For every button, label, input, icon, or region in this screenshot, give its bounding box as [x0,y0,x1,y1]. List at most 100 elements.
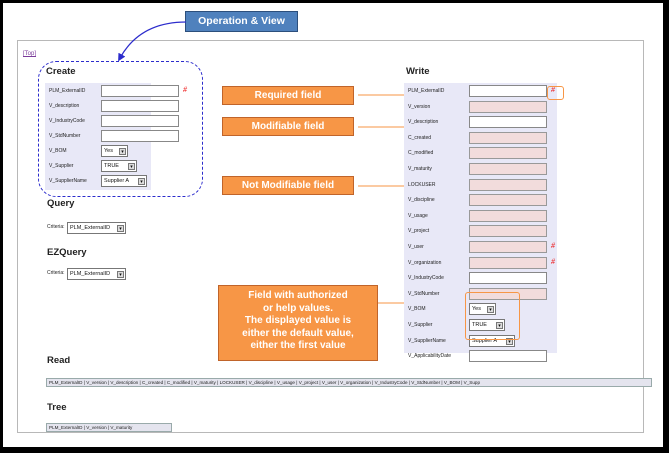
create-select-value: Supplier A [104,178,130,184]
create-field-input[interactable] [101,130,179,142]
write-field-label: PLM_ExternalID [408,88,445,94]
chevron-down-icon: ▾ [117,271,124,278]
write-field-input[interactable] [469,209,547,222]
write-field-input[interactable] [469,100,547,113]
create-field-input[interactable] [101,115,179,127]
authorized-values-highlight [465,292,520,340]
required-marker: # [183,85,187,94]
create-select[interactable]: TRUE▾ [101,160,137,172]
query-criteria-value: PLM_ExternalID [70,225,111,231]
modifiable-field-callout: Modifiable field [222,117,354,136]
write-field-row: V_ApplicabilityDate [404,349,554,363]
write-field-row: V_maturity [404,162,554,176]
create-field-label: PLM_ExternalID [49,88,86,94]
operation-view-banner: Operation & View [185,11,298,32]
create-select-row: V_BOM Yes ▾ [45,144,195,158]
write-field-input[interactable] [469,131,547,144]
write-field-label: V_organization [408,259,442,266]
chevron-down-icon: ▾ [138,178,145,185]
create-select-label: V_BOM [49,148,67,154]
write-field-input[interactable] [469,178,547,191]
ezquery-criteria-select[interactable]: PLM_ExternalID ▾ [67,268,126,280]
write-field-row: V_usage [404,209,554,223]
write-select-value: Supplier A [472,337,498,344]
write-select[interactable]: Supplier A▾ [469,334,515,347]
create-field-label: V_description [49,103,80,109]
write-field-row: V_IndustryCode [404,271,554,285]
write-field-input[interactable] [469,147,547,160]
create-select[interactable]: Supplier A ▾ [101,175,147,187]
write-field-row: PLM_ExternalID # [404,84,555,98]
write-field-label: V_StdNumber [408,290,440,297]
not-modifiable-field-callout: Not Modifiable field [222,176,354,195]
create-highlight-outline [38,61,203,197]
write-field-input[interactable] [469,256,547,269]
create-select[interactable]: Yes ▾ [101,145,128,157]
chevron-down-icon: ▾ [128,163,135,170]
tree-heading: Tree [47,402,67,413]
ezquery-criteria-label: Criteria: [47,270,65,276]
create-field-input[interactable] [101,85,179,97]
create-select-value: Yes [104,148,113,154]
chevron-down-icon: ▾ [117,225,124,232]
write-field-row: C_modified [404,146,554,160]
write-field-input[interactable] [469,272,547,285]
write-field-row: V_organization # [404,256,555,270]
write-field-row: C_created [404,131,554,145]
write-select[interactable]: TRUE ▾ [469,319,505,331]
chevron-down-icon: ▾ [487,306,494,314]
chevron-down-icon: ▾ [496,322,503,329]
write-field-label: C_created [408,134,432,141]
write-field-input[interactable] [469,163,547,175]
write-field-input[interactable] [469,225,547,238]
write-select[interactable]: Yes▾ [469,303,496,316]
callout-line: or help values. [262,302,334,314]
callout-line: Field with authorized [248,290,348,301]
query-criteria-label: Criteria: [47,224,65,230]
create-field-row: V_StdNumber [45,129,195,143]
tree-columns-bar: PLM_ExternalID | V_version | V_maturity [46,423,172,432]
write-field-input[interactable] [469,287,547,300]
write-field-label: V_usage [408,212,428,219]
write-field-label: V_discipline [408,197,435,204]
write-field-row: V_discipline [404,193,554,207]
create-field-label: V_IndustryCode [49,118,85,124]
write-field-input[interactable] [469,116,547,129]
write-select-row: V_SupplierName Supplier A▾ [404,334,554,348]
query-criteria: Criteria: PLM_ExternalID ▾ [47,221,157,234]
write-field-row: LOCKUSER [404,178,554,192]
write-select-label: V_BOM [408,306,426,313]
read-columns-bar: PLM_ExternalID | V_version | V_descripti… [46,378,652,387]
write-field-label: V_IndustryCode [408,275,444,282]
write-field-input[interactable] [469,241,547,253]
write-field-label: V_description [408,119,439,126]
write-field-label: V_ApplicabilityDate [408,353,452,360]
write-select-label: V_SupplierName [408,337,446,344]
chevron-down-icon: ▾ [119,148,126,155]
write-field-input[interactable] [469,350,547,363]
query-criteria-select[interactable]: PLM_ExternalID ▾ [67,222,126,234]
write-field-input[interactable] [469,194,547,207]
write-field-input[interactable] [469,85,547,97]
write-field-label: V_user [408,244,424,250]
authorized-values-callout: Field with authorized or help values. Th… [218,285,378,361]
ezquery-criteria: Criteria: PLM_ExternalID ▾ [47,267,157,280]
top-link[interactable]: [Top] [23,51,37,57]
write-field-row: V_StdNumber [404,287,554,301]
create-heading: Create [46,66,76,77]
create-field-input[interactable] [101,100,179,112]
write-field-label: C_modified [408,150,434,157]
write-field-row: V_user # [404,240,555,254]
required-marker: # [551,85,555,94]
callout-line: The displayed value is [244,315,352,326]
callout-line: either the default value, [242,327,354,339]
write-select-value: TRUE [472,322,487,328]
required-marker: # [551,241,555,250]
create-field-row: V_description [45,99,195,113]
required-marker: # [551,256,555,266]
ezquery-criteria-value: PLM_ExternalID [70,271,111,277]
read-heading: Read [47,355,71,366]
